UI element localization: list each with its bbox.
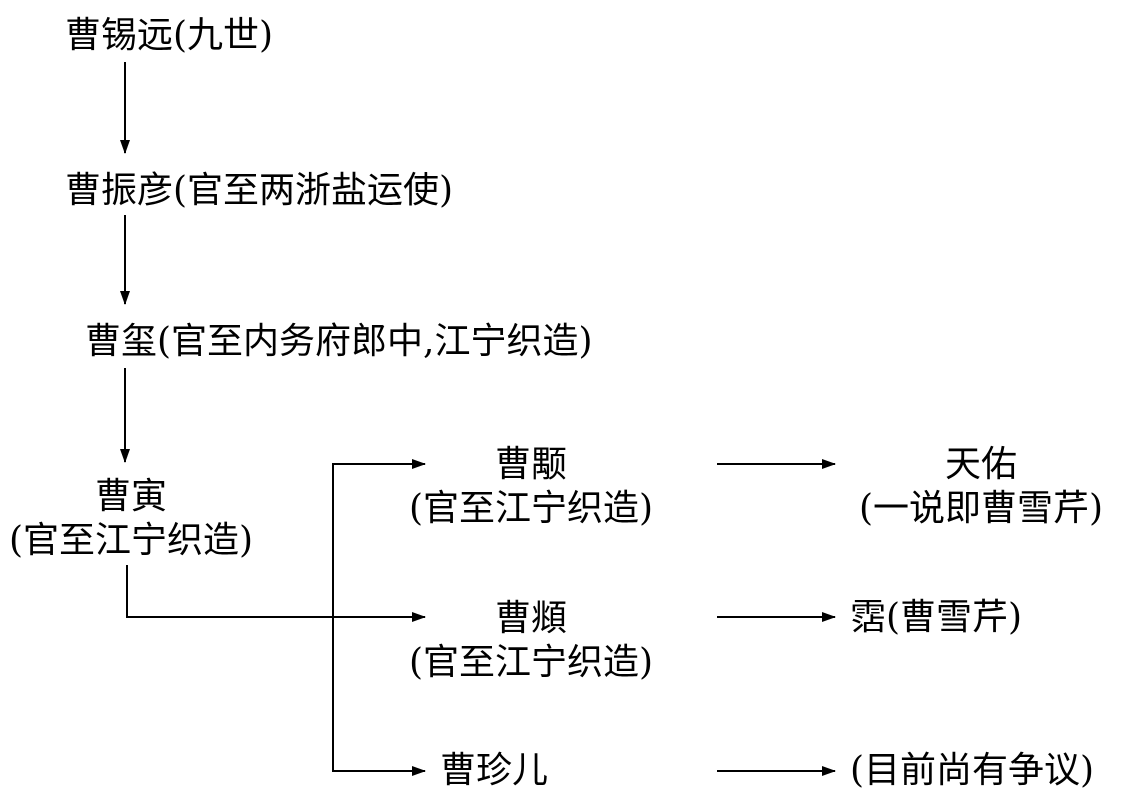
node-yin-name: 曹寅: [94, 476, 167, 517]
node-fu-name: 曹頫: [494, 598, 567, 639]
node-yin-title: (官至江宁织造): [8, 520, 254, 561]
node-fu: 曹頫 (官至江宁织造): [404, 597, 658, 685]
node-zhener: 曹珍儿: [440, 750, 549, 791]
node-yong-name: 曹颙: [494, 444, 567, 485]
node-disputed: (目前尚有争议): [850, 750, 1095, 791]
node-tianyou-name: 天佑: [944, 444, 1017, 485]
node-tianyou-note: (一说即曹雪芹): [858, 488, 1104, 529]
node-yong: 曹颙 (官至江宁织造): [404, 443, 658, 531]
node-yin: 曹寅 (官至江宁织造): [4, 475, 258, 563]
node-yong-title: (官至江宁织造): [408, 488, 654, 529]
node-tianyou: 天佑 (一说即曹雪芹): [850, 443, 1112, 531]
node-zhenyan: 曹振彦(官至两浙盐运使): [65, 170, 454, 211]
node-xi: 曹玺(官至内务府郎中,江宁织造): [85, 321, 593, 362]
node-fu-title: (官至江宁织造): [408, 642, 654, 683]
connector-yin-to-fu: [126, 565, 426, 622]
node-zhan: 霑(曹雪芹): [850, 597, 1023, 638]
node-gen9: 曹锡远(九世): [65, 15, 274, 56]
